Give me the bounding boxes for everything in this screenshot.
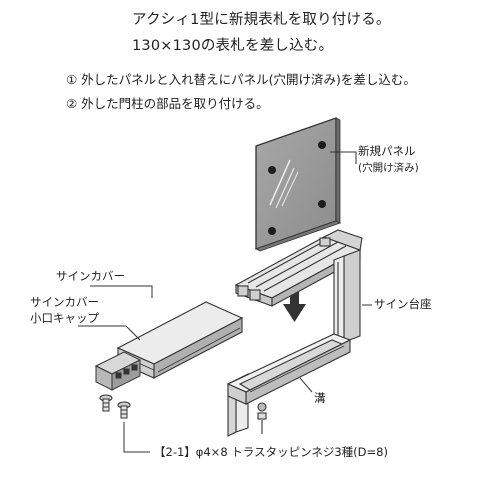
- cover-end-cap: [94, 351, 142, 391]
- label-new-panel-note: (穴開け済み): [358, 162, 419, 174]
- screw-icon: [99, 394, 113, 412]
- sign-base: [226, 249, 361, 437]
- label-sign-cover-cap-1: サインカバー: [30, 295, 99, 309]
- label-screw-spec: 【2-1】φ4×8 トラスタッピンネジ3種(D=8): [154, 445, 388, 459]
- header-line-2: 130×130の表札を差し込む。: [132, 38, 334, 54]
- screw-icon: [117, 401, 131, 419]
- label-new-panel: 新規パネル: [358, 144, 416, 158]
- panel-hole-icon: [318, 200, 326, 208]
- label-sign-base: サイン台座: [374, 297, 432, 311]
- panel-hole-icon: [268, 166, 276, 174]
- label-groove: 溝: [314, 391, 326, 405]
- header-line-1: アクシィ1型に新規表札を取り付ける。: [132, 12, 391, 28]
- label-sign-cover: サインカバー: [56, 269, 125, 283]
- step-2: ② 外した門柱の部品を取り付ける。: [66, 96, 269, 111]
- label-sign-cover-cap-2: 小口キャップ: [30, 311, 99, 325]
- panel-hole-icon: [318, 141, 326, 149]
- new-panel: [254, 117, 342, 252]
- step-1: ① 外したパネルと入れ替えにパネル(穴開け済み)を差し込む。: [66, 72, 416, 87]
- panel-hole-icon: [268, 227, 276, 235]
